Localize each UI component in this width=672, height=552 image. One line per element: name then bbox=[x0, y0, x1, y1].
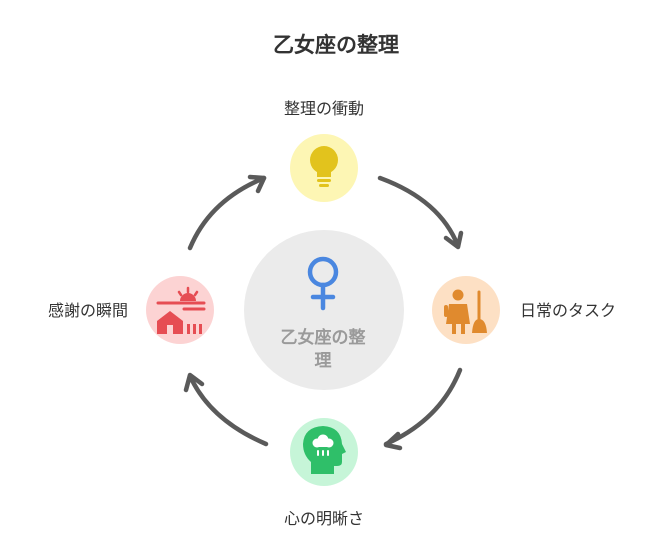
node-right-label: 日常のタスク bbox=[520, 301, 616, 320]
node-left-label: 感謝の瞬間 bbox=[48, 301, 128, 320]
arrow-top-to-right bbox=[377, 175, 464, 250]
diagram-title: 乙女座の整理 bbox=[273, 33, 399, 57]
arrow-bottom-to-left bbox=[183, 372, 269, 447]
center-node: 乙女座の整 理 bbox=[244, 230, 404, 390]
node-left: 感謝の瞬間 bbox=[48, 276, 214, 344]
center-label-line2: 理 bbox=[315, 351, 332, 371]
node-bottom: 心の明晰さ bbox=[284, 418, 364, 528]
lightbulb-icon bbox=[310, 146, 338, 187]
cycle-arrows bbox=[183, 174, 464, 451]
center-label-line1: 乙女座の整 bbox=[281, 327, 366, 348]
arrow-right-to-bottom bbox=[383, 367, 463, 451]
sunrise-over-house-icon bbox=[156, 286, 206, 334]
node-bottom-label: 心の明晰さ bbox=[284, 509, 364, 528]
arrow-left-to-top bbox=[187, 174, 267, 251]
node-top: 整理の衝動 bbox=[284, 99, 364, 202]
node-top-label: 整理の衝動 bbox=[284, 99, 364, 118]
node-right: 日常のタスク bbox=[432, 276, 616, 344]
virgo-venus-symbol-icon bbox=[307, 256, 339, 311]
maid-with-broom-icon bbox=[444, 289, 487, 334]
head-with-cloud-icon bbox=[303, 426, 346, 474]
